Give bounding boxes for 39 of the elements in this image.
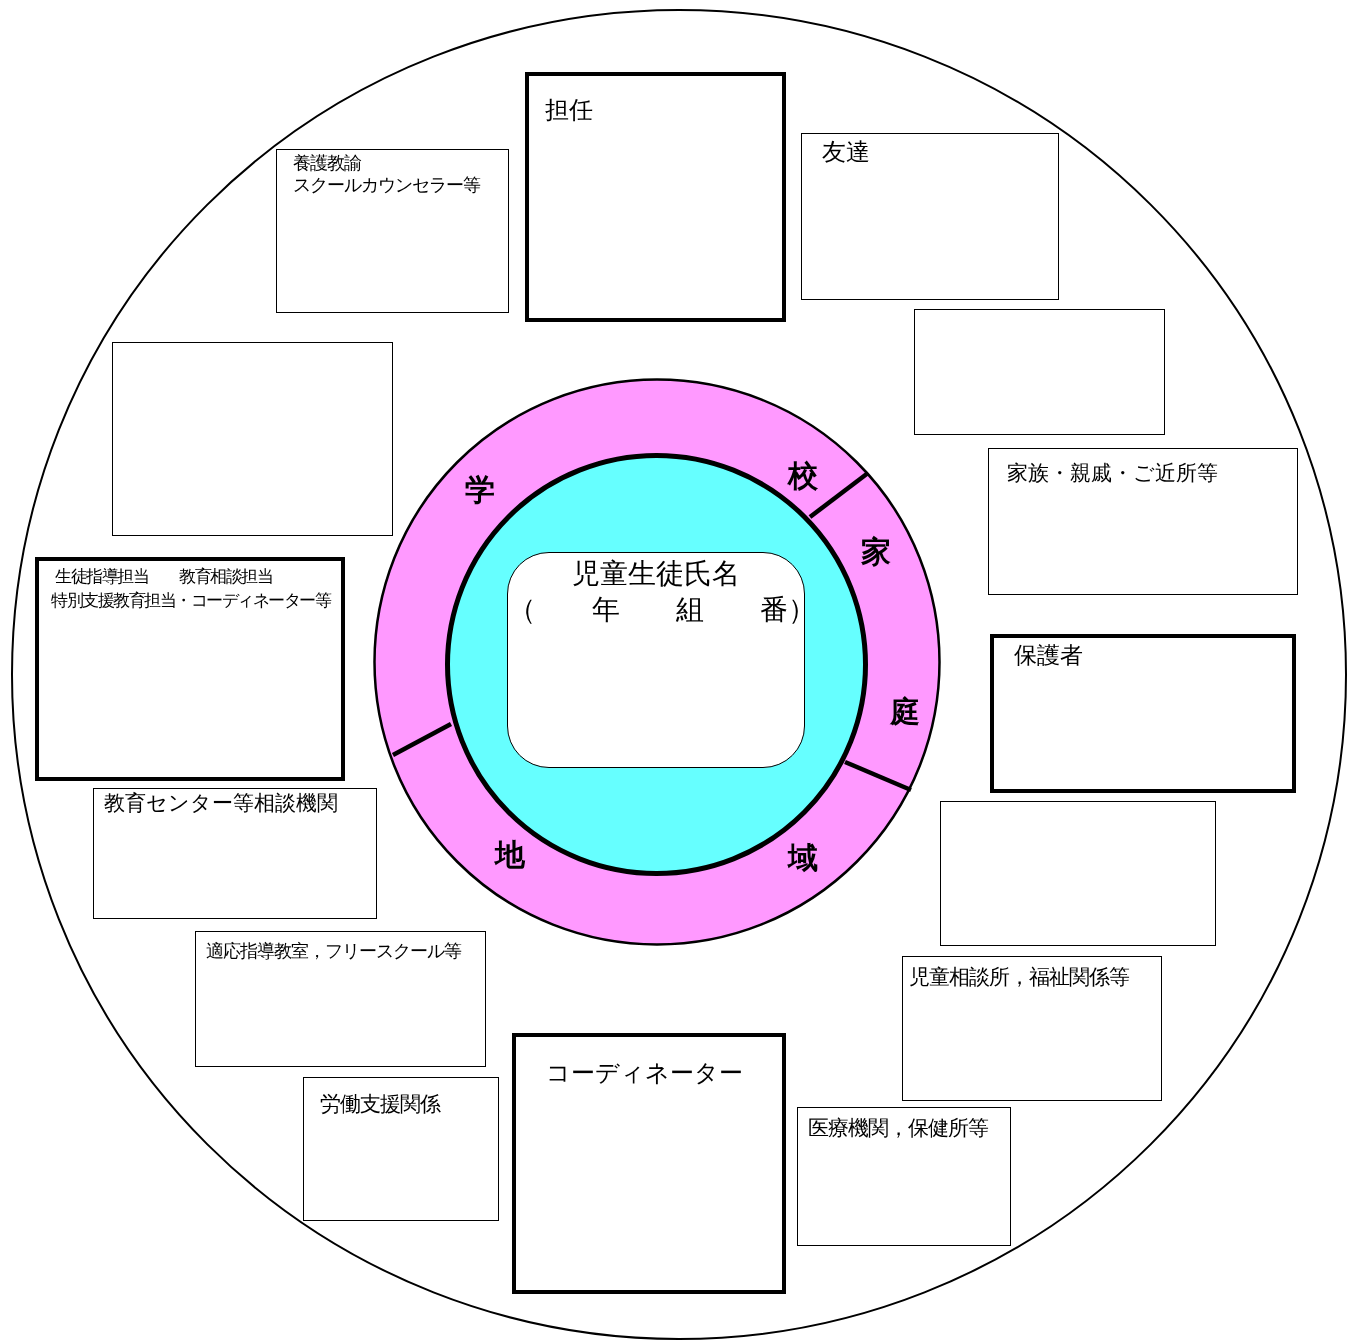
name-card	[507, 552, 805, 768]
empty-box	[914, 309, 1165, 435]
box-label: 保護者	[1014, 642, 1083, 670]
text-box	[303, 1077, 499, 1221]
ring-label: 庭	[890, 695, 920, 729]
box-label: スクールカウンセラー等	[293, 174, 480, 196]
box-label: 児童相談所，福祉関係等	[909, 965, 1129, 991]
box-label: 生徒指導担当	[55, 566, 148, 587]
box-label: 教育センター等相談機関	[104, 791, 338, 817]
box-label: 特別支援教育担当・コーディネーター等	[51, 590, 330, 611]
text-box	[988, 448, 1298, 595]
ring-label: 校	[788, 459, 818, 493]
text-box	[276, 149, 509, 313]
ring-label: 学	[465, 473, 495, 507]
text-box	[902, 956, 1162, 1101]
ring-label: 地	[495, 838, 525, 872]
empty-box	[112, 342, 393, 536]
text-box	[35, 557, 345, 781]
ring-label: 域	[788, 841, 818, 875]
text-box	[797, 1107, 1011, 1246]
name-label: 児童生徒氏名	[570, 557, 741, 591]
box-label: 担任	[545, 96, 593, 125]
ring-label: 家	[861, 535, 891, 569]
text-box	[195, 931, 486, 1067]
box-label: 適応指導教室，フリースクール等	[206, 940, 461, 962]
box-label: 養護教諭	[293, 152, 361, 174]
box-label: 教育相談担当	[179, 566, 272, 587]
text-box	[801, 133, 1059, 300]
box-label: 家族・親戚・ご近所等	[1007, 461, 1218, 487]
class-label: （ 年 組 番）	[508, 593, 803, 627]
text-box	[512, 1033, 786, 1294]
box-label: 友達	[822, 138, 870, 167]
box-label: 労働支援関係	[320, 1092, 440, 1118]
empty-box	[940, 801, 1216, 946]
box-label: 医療機関，保健所等	[808, 1116, 988, 1142]
text-box	[525, 72, 786, 322]
text-box	[93, 788, 377, 919]
text-box	[990, 634, 1296, 793]
box-label: コーディネーター	[546, 1059, 743, 1088]
